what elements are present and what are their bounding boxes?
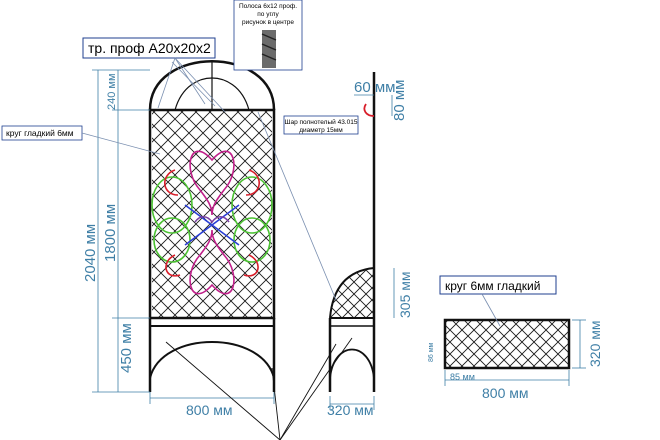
ornament-blue-x bbox=[184, 204, 240, 246]
dim-side-top: 60 мм bbox=[354, 79, 395, 96]
front-lower-arch bbox=[149, 341, 275, 379]
round-bar-leader bbox=[81, 132, 161, 155]
ornament-green-right bbox=[231, 176, 273, 234]
ornament-pink-heart-bottom bbox=[189, 229, 235, 295]
ornament-red-right bbox=[243, 169, 260, 277]
front-arch bbox=[148, 60, 276, 111]
strip-sample-twist bbox=[261, 33, 277, 61]
strip-label-3: рисунок в центре bbox=[242, 19, 294, 26]
round-6mm-leader bbox=[481, 293, 501, 327]
round-bar-label: круг гладкий 6мм bbox=[6, 128, 74, 138]
dim-height-total: 2040 мм bbox=[82, 224, 99, 282]
profile-tube-leaders bbox=[157, 57, 226, 113]
dim-width-side: 320 мм bbox=[327, 402, 374, 418]
profile-tube-callout-box bbox=[82, 37, 216, 59]
ornament-red-left bbox=[164, 169, 181, 277]
side-arc bbox=[329, 267, 375, 319]
dim-cell-v: 86 мм bbox=[428, 342, 435, 362]
dim-height-lattice: 1800 мм bbox=[102, 204, 119, 262]
panel-dimensions bbox=[444, 319, 586, 386]
ball-label-1: Шар полнотелый 43.015 bbox=[285, 118, 358, 126]
dim-side-arc: 305 мм bbox=[397, 272, 413, 319]
front-view bbox=[148, 60, 276, 392]
ball-label-2: диаметр 15мм bbox=[299, 127, 343, 134]
front-arch-inner-1 bbox=[174, 77, 213, 111]
profile-tube-label: тр. проф А20х20х2 bbox=[88, 40, 211, 56]
dim-side-top-v: 80 мм bbox=[391, 80, 408, 121]
strip-label-2: по углу bbox=[257, 11, 279, 18]
dim-cell-h: 85 мм bbox=[450, 372, 475, 382]
strip-label-1: Полоса 6х12 проф. bbox=[239, 3, 297, 10]
side-hook bbox=[363, 103, 375, 117]
panel-lattice bbox=[445, 320, 569, 368]
ornament-green-right-2 bbox=[233, 217, 271, 263]
side-dimensions bbox=[329, 94, 395, 410]
diagonal-leaders bbox=[171, 61, 337, 301]
round-6mm-label: круг 6мм гладкий bbox=[445, 279, 540, 293]
dim-height-arch: 240 мм bbox=[106, 73, 118, 110]
ornament-green-left-2 bbox=[153, 217, 191, 263]
dim-height-base: 450 мм bbox=[118, 323, 135, 373]
ornament-green-left bbox=[151, 176, 193, 234]
front-ornament bbox=[151, 150, 273, 295]
ornament-purple-scroll bbox=[194, 215, 230, 224]
ball-callout-box bbox=[283, 115, 359, 135]
dim-panel-height: 320 мм bbox=[587, 321, 603, 368]
front-arch-inner-2 bbox=[211, 77, 250, 111]
dim-width-front: 800 мм bbox=[186, 402, 233, 418]
panel-frame bbox=[443, 318, 571, 370]
round-6mm-callout-box bbox=[439, 275, 557, 295]
front-dimensions bbox=[92, 69, 275, 404]
side-lower-arch bbox=[329, 348, 375, 379]
ornament-pink-heart-top bbox=[189, 150, 235, 216]
bottom-leaders bbox=[165, 337, 353, 440]
dim-panel-width: 800 мм bbox=[482, 385, 529, 401]
panel-detail bbox=[443, 318, 571, 370]
